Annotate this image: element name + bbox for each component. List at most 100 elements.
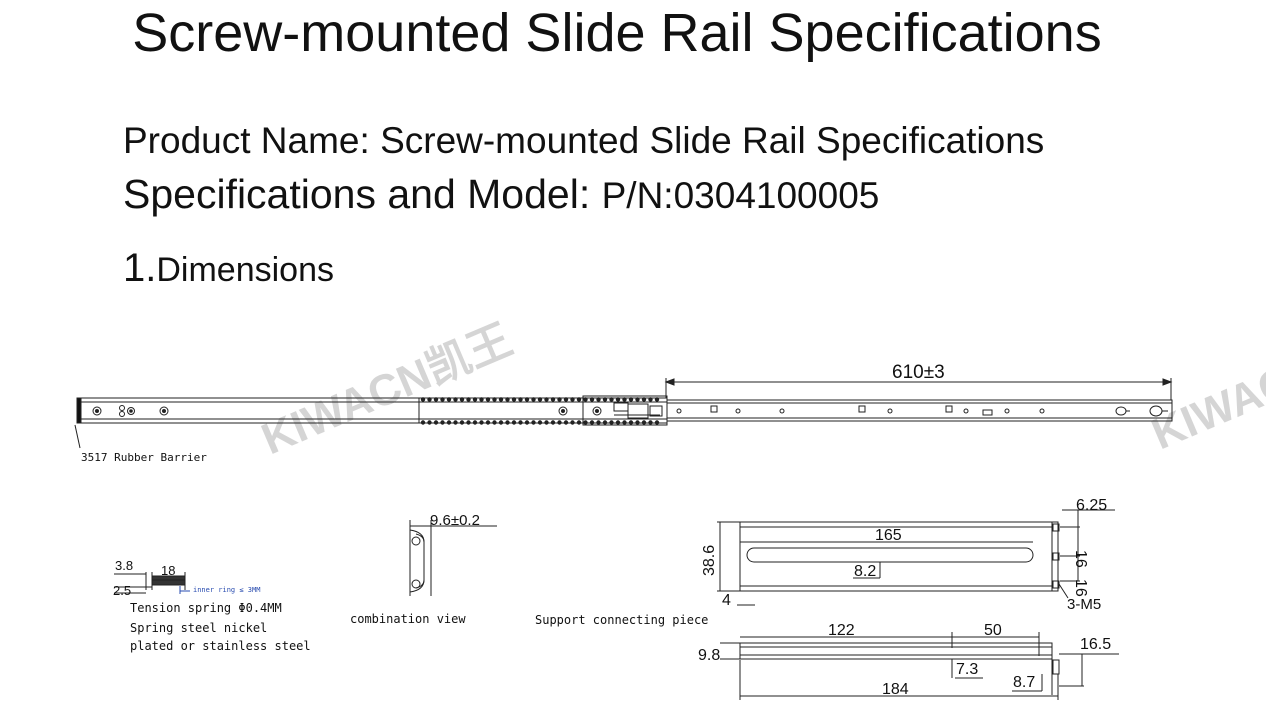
- combination-dim: 9.6±0.2: [430, 512, 480, 529]
- ball-bearing: [420, 420, 426, 425]
- spring-dim-a: 3.8: [115, 558, 133, 573]
- ball-bearing: [609, 420, 614, 425]
- ball-bearing: [440, 420, 445, 425]
- ball-bearing: [537, 420, 543, 425]
- ball-bearing: [498, 397, 504, 402]
- support-dim-165b: 16.5: [1080, 636, 1111, 653]
- ball-bearing: [531, 397, 536, 402]
- support-holes-note: 3-M5: [1067, 596, 1101, 613]
- ball-bearing: [583, 397, 588, 402]
- ball-bearing: [433, 397, 439, 402]
- spec-label: Specifications and Model:: [123, 171, 591, 217]
- support-dim-87: 8.7: [1013, 674, 1035, 691]
- ball-bearing: [589, 397, 595, 402]
- ball-bearing: [427, 397, 432, 402]
- ball-bearing: [479, 397, 484, 402]
- ball-bearing: [641, 397, 647, 402]
- ball-bearing: [440, 397, 445, 402]
- watermark: KIWACN凯王: [255, 315, 519, 464]
- support-dim-98: 9.8: [698, 647, 720, 664]
- ball-bearing: [654, 420, 660, 425]
- ball-bearing: [479, 420, 484, 425]
- ball-bearing: [459, 397, 465, 402]
- rail-length-dimension: 610±3: [892, 362, 945, 383]
- ball-bearing: [518, 420, 523, 425]
- support-dim-top: 6.25: [1076, 497, 1107, 514]
- ball-bearing: [544, 420, 549, 425]
- ball-bearing: [505, 397, 510, 402]
- ball-bearing: [524, 420, 530, 425]
- ball-bearing: [524, 397, 530, 402]
- ball-bearing: [531, 420, 536, 425]
- ball-bearing: [563, 420, 569, 425]
- section-heading: 1.Dimensions: [123, 246, 334, 291]
- ball-bearing: [635, 420, 640, 425]
- ball-bearing: [576, 420, 582, 425]
- tension-spring: [114, 572, 190, 594]
- inner-ring-note: inner ring ≤ 3MM: [193, 586, 260, 594]
- support-dim-edge: 4: [722, 592, 731, 609]
- rubber-barrier: [76, 397, 82, 424]
- ball-bearing: [654, 397, 660, 402]
- support-dim-pitch-1: 16: [1072, 550, 1089, 568]
- support-dim-height: 38.6: [701, 545, 718, 576]
- ball-bearing: [576, 397, 582, 402]
- ball-bearing: [570, 397, 575, 402]
- ball-bearing: [550, 397, 556, 402]
- ball-bearing: [498, 420, 504, 425]
- ball-bearing: [570, 420, 575, 425]
- ball-bearing: [602, 420, 608, 425]
- slide-rail: [74, 378, 1173, 449]
- ball-bearing: [472, 420, 478, 425]
- support-dim-122: 122: [828, 622, 855, 639]
- ball-bearing: [446, 397, 452, 402]
- ball-bearing: [563, 397, 569, 402]
- ball-bearing: [609, 397, 614, 402]
- support-caption: Support connecting piece: [535, 613, 708, 627]
- support-dim-slot: 8.2: [854, 563, 876, 580]
- ball-bearing: [596, 397, 601, 402]
- spring-dim-c: 2.5: [113, 583, 131, 598]
- ball-bearing: [648, 397, 653, 402]
- combination-caption: combination view: [350, 612, 466, 626]
- ball-bearing: [635, 397, 640, 402]
- ball-bearing: [550, 420, 556, 425]
- combination-view: [409, 520, 497, 596]
- ball-bearing: [466, 397, 471, 402]
- ball-bearing: [459, 420, 465, 425]
- ball-bearing: [602, 397, 608, 402]
- ball-bearing: [615, 420, 621, 425]
- ball-bearing: [505, 420, 510, 425]
- ball-bearing: [492, 420, 497, 425]
- ball-bearing: [453, 397, 458, 402]
- ball-bearing: [511, 420, 517, 425]
- support-dim-184: 184: [882, 681, 909, 698]
- ball-bearing: [485, 420, 491, 425]
- ball-bearing: [557, 397, 562, 402]
- ball-bearing: [446, 420, 452, 425]
- spring-caption-3: plated or stainless steel: [130, 639, 311, 653]
- page-title: Screw-mounted Slide Rail Specifications: [132, 3, 1102, 63]
- ball-bearing: [557, 420, 562, 425]
- ball-bearing: [648, 420, 653, 425]
- spec-model-line: Specifications and Model: P/N:0304100005: [123, 171, 879, 218]
- ball-bearing: [518, 397, 523, 402]
- inner-member: [666, 399, 1173, 422]
- ball-bearing: [492, 397, 497, 402]
- ball-bearing: [589, 420, 595, 425]
- section-number: 1.: [123, 246, 157, 290]
- spring-caption-2: Spring steel nickel: [130, 621, 267, 635]
- ball-bearing: [433, 420, 439, 425]
- ball-bearing: [485, 397, 491, 402]
- support-dim-73: 7.3: [956, 661, 978, 678]
- ball-bearing: [420, 397, 426, 402]
- product-name-line: Product Name: Screw-mounted Slide Rail S…: [123, 120, 1044, 162]
- product-name-value: Screw-mounted Slide Rail Specifications: [380, 120, 1045, 161]
- ball-bearing: [427, 420, 432, 425]
- ball-bearing: [453, 420, 458, 425]
- section-title: Dimensions: [156, 251, 334, 289]
- ball-bearing: [615, 397, 621, 402]
- ball-bearing: [544, 397, 549, 402]
- product-name-label: Product Name:: [123, 120, 370, 161]
